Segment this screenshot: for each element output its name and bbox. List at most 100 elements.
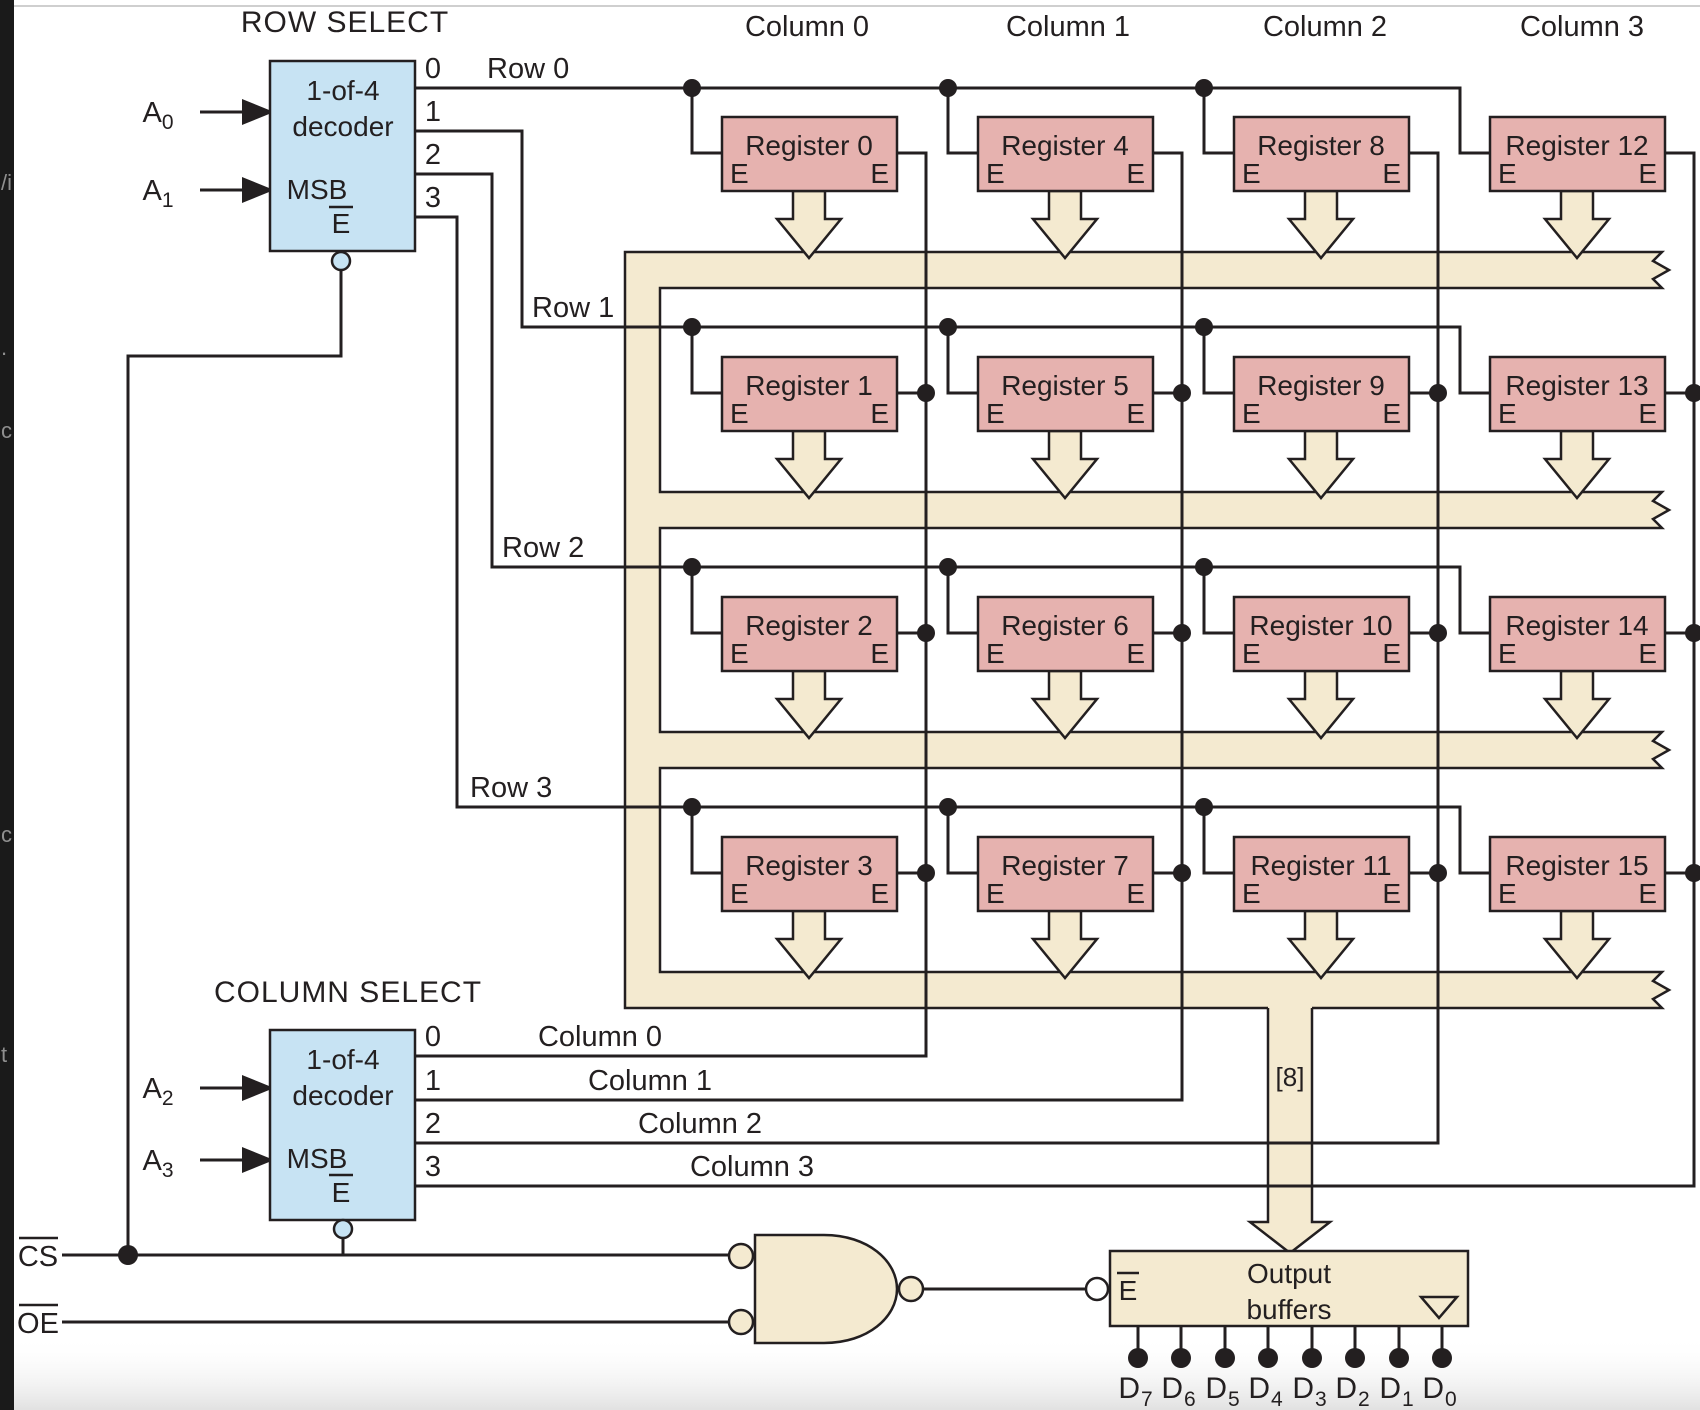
register-e-right: E — [1638, 638, 1657, 669]
register-e-left: E — [986, 638, 1005, 669]
register-e-right: E — [870, 638, 889, 669]
column-decoder-output-0: 0 — [425, 1021, 441, 1053]
row-line-label-0: Row 0 — [487, 53, 569, 85]
register-label: Register 11 — [1250, 850, 1391, 881]
column-header-0: Column 0 — [745, 11, 869, 43]
data-pin-label-d1: D1 — [1379, 1372, 1414, 1410]
column-header-1: Column 1 — [1006, 11, 1130, 43]
column-select-decoder: 1-of-4 decoder MSB E 0 1 2 3 A2 A3 — [142, 1021, 441, 1240]
output-buffers-enable-bubble — [1084, 1276, 1110, 1302]
column-line-label-1: Column 1 — [588, 1065, 712, 1097]
data-pin-label-d6: D6 — [1161, 1372, 1196, 1410]
register-e-left: E — [1498, 878, 1517, 909]
column-line-label-2: Column 2 — [638, 1108, 762, 1140]
register-e-right: E — [1382, 638, 1401, 669]
register-e-right: E — [870, 398, 889, 429]
row-decoder-output-1: 1 — [425, 96, 441, 128]
row-line-label-1: Row 1 — [532, 292, 614, 324]
row-decoder-output-2: 2 — [425, 139, 441, 171]
register-e-left: E — [730, 638, 749, 669]
address-input-a2: A2 — [142, 1073, 173, 1110]
register-label: Register 12 — [1505, 130, 1648, 161]
address-input-a0: A0 — [142, 97, 173, 134]
register-e-right: E — [1126, 158, 1145, 189]
register-box-3: Register 3E E — [720, 835, 899, 913]
register-label: Register 5 — [1001, 370, 1129, 401]
register-box-2: Register 2E E — [720, 595, 899, 673]
column-decoder-output-3: 3 — [425, 1151, 441, 1183]
register-e-left: E — [1242, 158, 1261, 189]
register-e-right: E — [1638, 878, 1657, 909]
register-label: Register 15 — [1505, 850, 1648, 881]
oe-label: OE — [17, 1308, 59, 1340]
page-bottom-fade — [14, 1336, 1700, 1410]
column-decoder-output-2: 2 — [425, 1108, 441, 1140]
address-input-arrows — [200, 99, 274, 1173]
register-e-left: E — [1498, 398, 1517, 429]
register-label: Register 9 — [1257, 370, 1385, 401]
svg-text:c: c — [1, 822, 12, 847]
cs-label: CS — [18, 1241, 58, 1273]
register-label: Register 6 — [1001, 610, 1129, 641]
register-e-left: E — [1242, 398, 1261, 429]
data-pin-label-d5: D5 — [1205, 1372, 1240, 1410]
row-drop-wires — [690, 88, 1234, 875]
register-label: Register 13 — [1505, 370, 1648, 401]
output-buffers-enable-label: E — [1119, 1275, 1138, 1306]
register-box-15: Register 15E E — [1488, 835, 1667, 913]
register-label: Register 8 — [1257, 130, 1385, 161]
row-decoder-output-0: 0 — [425, 53, 441, 85]
register-box-13: Register 13E E — [1488, 355, 1667, 433]
svg-text:/i: /i — [1, 170, 12, 195]
register-e-right: E — [870, 878, 889, 909]
gate-input-bubble-cs — [727, 1242, 755, 1270]
data-pin-label-d2: D2 — [1335, 1372, 1370, 1410]
register-output-arrows — [774, 189, 1612, 980]
data-pin-label-d4: D4 — [1248, 1372, 1283, 1410]
register-e-left: E — [1498, 638, 1517, 669]
data-output-pins: D7 D6 D5 D4 D3 D2 D1 D0 — [1118, 1326, 1457, 1410]
data-bus-system — [623, 250, 1672, 1010]
column-decoder-enable-label: E — [332, 1177, 351, 1208]
register-e-left: E — [986, 878, 1005, 909]
column-line-label-0: Column 0 — [538, 1021, 662, 1053]
register-label: Register 3 — [745, 850, 873, 881]
row-line-label-2: Row 2 — [502, 532, 584, 564]
column-select-title: COLUMN SELECT — [214, 976, 482, 1009]
enable-nand-gate — [727, 1233, 925, 1345]
register-e-right: E — [1638, 158, 1657, 189]
register-e-left: E — [730, 398, 749, 429]
enable-and-control-wires — [62, 270, 1086, 1324]
register-e-left: E — [730, 878, 749, 909]
column-header-2: Column 2 — [1263, 11, 1387, 43]
svg-text:t: t — [1, 1042, 7, 1067]
register-label: Register 0 — [745, 130, 873, 161]
register-e-left: E — [1498, 158, 1517, 189]
row-decoder-name-line1: 1-of-4 — [306, 75, 379, 106]
register-label: Register 2 — [745, 610, 873, 641]
register-label: Register 10 — [1249, 610, 1392, 641]
column-line-labels: Column 0 Column 1 Column 2 Column 3 — [538, 1021, 814, 1183]
output-buffers-title-line1: Output — [1247, 1258, 1331, 1289]
row-select-decoder: 1-of-4 decoder MSB E 0 1 2 3 A0 A1 — [142, 53, 441, 272]
control-signal-labels: CS OE — [17, 1236, 59, 1340]
output-buffers-title-line2: buffers — [1246, 1294, 1331, 1325]
register-e-right: E — [1638, 398, 1657, 429]
column-decoder-enable-bubble — [332, 1218, 354, 1240]
gate-output-bubble — [897, 1275, 925, 1303]
register-e-left: E — [1242, 878, 1261, 909]
tristate-triangle-icon — [1418, 1295, 1460, 1320]
column-header-3: Column 3 — [1520, 11, 1644, 43]
